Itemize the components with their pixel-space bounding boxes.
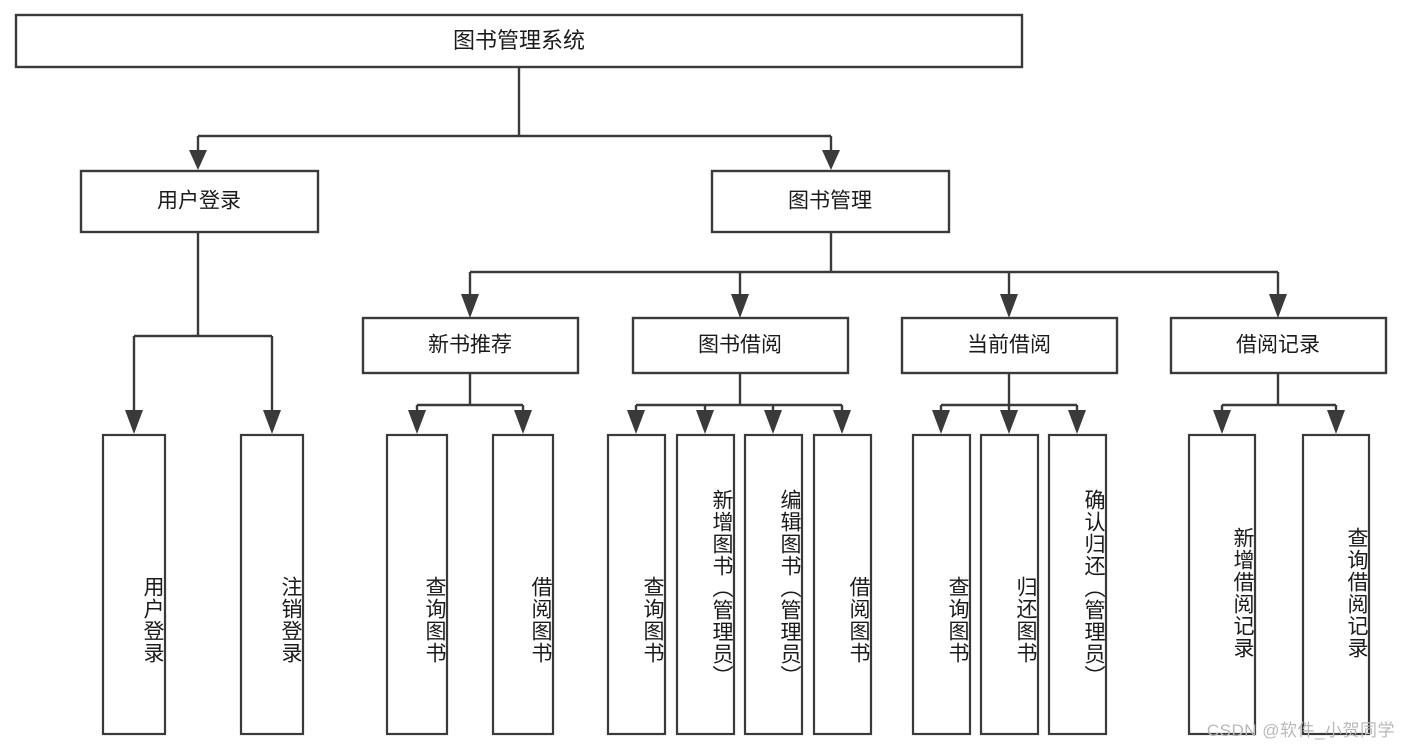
- leaf-box-borrow-record-0[interactable]: [1187, 433, 1257, 736]
- node-book-management-label: 图书管理: [788, 190, 872, 213]
- leaf-box-user-login-0[interactable]: [101, 433, 167, 736]
- node-book-management[interactable]: 图书管理: [710, 169, 951, 234]
- node-root-label: 图书管理系统: [453, 28, 585, 53]
- leaf-box-book-borrow-1[interactable]: [675, 433, 736, 736]
- node-book-borrow[interactable]: 图书借阅: [631, 316, 850, 375]
- arrow-head-bookmgmt-2: [731, 294, 749, 318]
- node-current-borrow[interactable]: 当前借阅: [900, 316, 1119, 375]
- leaf-box-book-borrow-3[interactable]: [812, 433, 873, 736]
- node-book-management-box[interactable]: [710, 169, 951, 234]
- leaf-box-current-borrow-2[interactable]: [1047, 433, 1108, 736]
- arrow-head-currentborrow-3: [1068, 410, 1086, 434]
- leaf-box-book-borrow-2[interactable]: [743, 433, 804, 736]
- node-root[interactable]: 图书管理系统: [14, 13, 1024, 69]
- node-user-login-label: 用户登录: [157, 190, 241, 213]
- arrow-head-bookborrow-1: [627, 410, 645, 434]
- arrow-head-root-1: [189, 150, 207, 170]
- node-book-borrow-box[interactable]: [631, 316, 850, 375]
- arrow-head-userlogin-1: [125, 410, 143, 434]
- arrow-head-borrowrecord-1: [1213, 410, 1231, 434]
- leaf-box-book-borrow-0[interactable]: [606, 433, 667, 736]
- leaf-box-current-borrow-1[interactable]: [979, 433, 1040, 736]
- arrow-head-currentborrow-2: [1000, 410, 1018, 434]
- node-user-login-box[interactable]: [79, 169, 320, 234]
- arrow-head-bookmgmt-3: [1000, 294, 1018, 318]
- arrow-head-bookmgmt-4: [1269, 294, 1287, 318]
- connector-group: [125, 67, 1345, 434]
- arrow-head-newbook-1: [408, 410, 426, 434]
- node-borrow-record-label: 借阅记录: [1236, 334, 1320, 357]
- node-current-borrow-label: 当前借阅: [967, 334, 1051, 357]
- arrow-head-currentborrow-1: [932, 410, 950, 434]
- arrow-head-borrowrecord-2: [1327, 410, 1345, 434]
- leaf-box-borrow-record-1[interactable]: [1301, 433, 1371, 736]
- node-user-login[interactable]: 用户登录: [79, 169, 320, 234]
- node-root-box[interactable]: [14, 13, 1024, 69]
- arrow-head-newbook-2: [514, 410, 532, 434]
- node-current-borrow-box[interactable]: [900, 316, 1119, 375]
- leaf-box-user-login-1[interactable]: [239, 433, 305, 736]
- leaf-box-new-book-0[interactable]: [385, 433, 449, 736]
- arrow-head-bookborrow-2: [696, 410, 714, 434]
- node-borrow-record-box[interactable]: [1169, 316, 1388, 375]
- node-new-book-recommend[interactable]: 新书推荐: [361, 316, 580, 375]
- arrow-head-root-2: [822, 150, 840, 170]
- node-borrow-record[interactable]: 借阅记录: [1169, 316, 1388, 375]
- arrow-head-bookborrow-4: [833, 410, 851, 434]
- arrow-head-bookborrow-3: [764, 410, 782, 434]
- node-book-borrow-label: 图书借阅: [698, 334, 782, 357]
- arrow-head-userlogin-2: [263, 410, 281, 434]
- node-new-book-recommend-box[interactable]: [361, 316, 580, 375]
- node-new-book-recommend-label: 新书推荐: [428, 334, 512, 357]
- leaf-box-new-book-1[interactable]: [491, 433, 555, 736]
- leaf-box-current-borrow-0[interactable]: [911, 433, 972, 736]
- arrow-head-bookmgmt-1: [461, 294, 479, 318]
- watermark-text: CSDN @软件_小贺同学: [1206, 721, 1395, 740]
